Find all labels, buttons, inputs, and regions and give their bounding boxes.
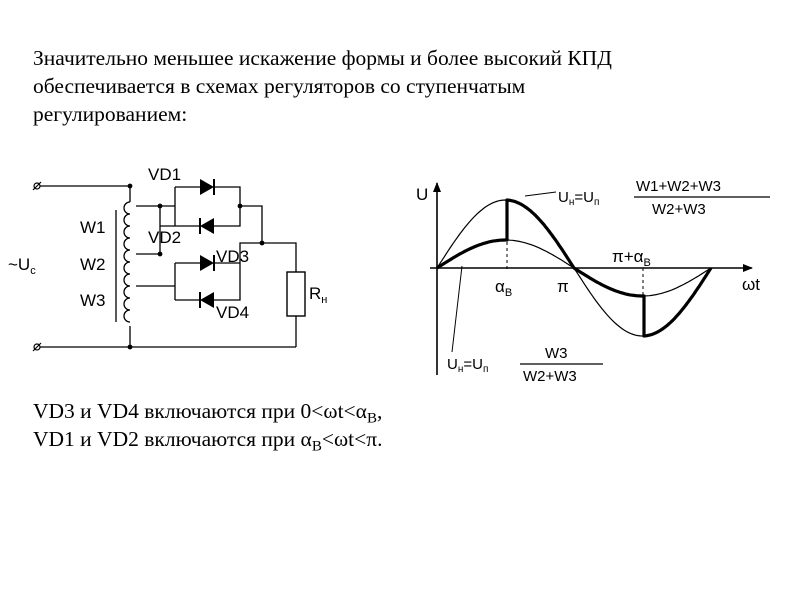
heading-line-1: Значительно меньшее искажение формы и бо… <box>33 46 612 70</box>
heading-line-3: регулированием: <box>33 102 188 126</box>
circuit-schematic: W1 W2 W3 ~Uc VD1 VD2 <box>8 165 327 352</box>
input-terminal-bottom <box>32 342 42 352</box>
heading-line-2: обеспечивается в схемах регуляторов со с… <box>33 74 526 98</box>
svg-text:W3: W3 <box>545 345 568 362</box>
tick-pi-plus-alpha: π+αB <box>612 247 651 269</box>
diode-vd3 <box>200 255 215 271</box>
load-label: Rн <box>309 284 327 306</box>
wire-lower-rail <box>175 262 200 301</box>
formula-bottom-pointer <box>451 265 463 353</box>
diode-vd2 <box>199 218 214 234</box>
formula-bottom: Uн=Uп W3 W2+W3 <box>447 345 603 385</box>
diode-vd4 <box>199 292 214 308</box>
wire-lower-right <box>214 242 262 301</box>
wire-upper-right <box>214 186 241 227</box>
label-vd2: VD2 <box>148 228 181 247</box>
label-vd1: VD1 <box>148 165 181 184</box>
svg-text:W2+W3: W2+W3 <box>523 368 577 385</box>
winding-label-w1: W1 <box>80 218 106 237</box>
wire-upper-rail <box>174 186 200 227</box>
heading: Значительно меньшее искажение формы и бо… <box>33 44 773 128</box>
note-vd3-vd4: VD3 и VD4 включаются при 0<ωt<αB, <box>33 399 383 427</box>
y-axis-label: U <box>416 185 428 204</box>
winding-taps <box>115 205 160 322</box>
winding-label-w3: W3 <box>80 291 106 310</box>
input-terminal-top <box>32 181 42 191</box>
output-voltage-waveform <box>436 198 713 338</box>
transformer-winding <box>123 201 131 323</box>
svg-text:W1+W2+W3: W1+W2+W3 <box>636 178 721 195</box>
winding-label-w2: W2 <box>80 255 106 274</box>
svg-text:Uн=Uп: Uн=Uп <box>558 189 599 208</box>
notes: VD3 и VD4 включаются при 0<ωt<αB, VD1 и … <box>33 397 773 455</box>
formula-top-pointer <box>524 191 557 197</box>
wire-upper-left <box>159 205 175 254</box>
formula-top: Uн=Uп W1+W2+W3 W2+W3 <box>558 178 770 218</box>
svg-text:W2+W3: W2+W3 <box>652 201 706 218</box>
svg-text:Uн=Uп: Uн=Uп <box>447 356 488 375</box>
load-resistor <box>286 271 306 317</box>
note-vd1-vd2: VD1 и VD2 включаются при αB<ωt<π. <box>33 427 383 455</box>
source-label: ~Uc <box>8 255 36 277</box>
junction-dots <box>127 183 265 350</box>
label-vd4: VD4 <box>216 303 249 322</box>
label-vd3: VD3 <box>216 247 249 266</box>
wire-lower-left <box>160 263 176 300</box>
x-axis-label: ωt <box>742 275 760 294</box>
wire-input-top <box>40 185 131 202</box>
diode-vd1 <box>200 179 215 195</box>
tick-pi: π <box>557 277 569 296</box>
waveform-plot: U ωt αB π π+αB Uн=Uп W1+W2+W3 W2+W3 <box>416 178 770 385</box>
tick-alpha-b: αB <box>495 277 512 299</box>
